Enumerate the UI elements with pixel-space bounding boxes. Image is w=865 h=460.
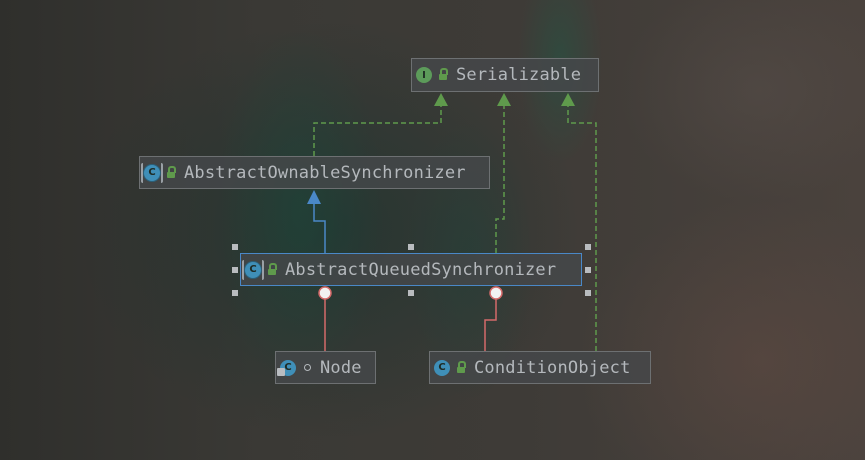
- node-serializable-label: Serializable: [456, 65, 582, 85]
- resize-handle-bottom[interactable]: [408, 290, 414, 296]
- resize-handle-left[interactable]: [232, 267, 238, 273]
- resize-handle-top-left[interactable]: [232, 244, 238, 250]
- node-abstract-ownable-synchronizer[interactable]: C AbstractOwnableSynchronizer: [139, 156, 490, 189]
- inner-class-marker: [318, 286, 332, 300]
- extends-arrowhead: [307, 190, 321, 204]
- edge-condition-implements-serializable[interactable]: [561, 93, 597, 351]
- edge-aos-implements-serializable[interactable]: [313, 93, 448, 156]
- nested-class-icon: C: [277, 359, 296, 376]
- node-node[interactable]: C Node: [275, 351, 376, 384]
- node-condition-object[interactable]: C ConditionObject: [429, 351, 651, 384]
- edge-aqs-extends-aos[interactable]: [307, 190, 326, 253]
- lock-icon: [436, 68, 450, 80]
- node-abstract-queued-synchronizer[interactable]: C AbstractQueuedSynchronizer: [240, 253, 582, 286]
- abstract-class-icon: C: [242, 259, 264, 280]
- interface-icon: I: [416, 67, 432, 83]
- node-condition-object-label: ConditionObject: [474, 357, 631, 378]
- lock-icon: [454, 360, 468, 373]
- node-abstract-queued-synchronizer-label: AbstractQueuedSynchronizer: [285, 259, 557, 280]
- edge-condition-inner-of-aqs[interactable]: [484, 286, 503, 351]
- node-node-label: Node: [320, 357, 362, 378]
- resize-handle-bottom-left[interactable]: [232, 290, 238, 296]
- edge-node-inner-of-aqs[interactable]: [318, 286, 332, 351]
- package-private-dot-icon: [300, 364, 314, 371]
- edge-aqs-implements-serializable[interactable]: [495, 93, 511, 253]
- implements-arrowhead: [497, 93, 511, 106]
- implements-arrowhead: [434, 93, 448, 106]
- resize-handle-top[interactable]: [408, 244, 414, 250]
- resize-handle-top-right[interactable]: [585, 244, 591, 250]
- resize-handle-right[interactable]: [585, 267, 591, 273]
- node-abstract-ownable-synchronizer-label: AbstractOwnableSynchronizer: [184, 162, 466, 183]
- inner-class-marker: [489, 286, 503, 300]
- resize-handle-bottom-right[interactable]: [585, 290, 591, 296]
- lock-icon: [164, 165, 178, 178]
- abstract-class-icon: C: [141, 162, 163, 183]
- node-serializable[interactable]: I Serializable: [411, 58, 599, 92]
- lock-icon: [265, 262, 279, 275]
- class-icon: C: [434, 359, 450, 376]
- implements-arrowhead: [561, 93, 575, 106]
